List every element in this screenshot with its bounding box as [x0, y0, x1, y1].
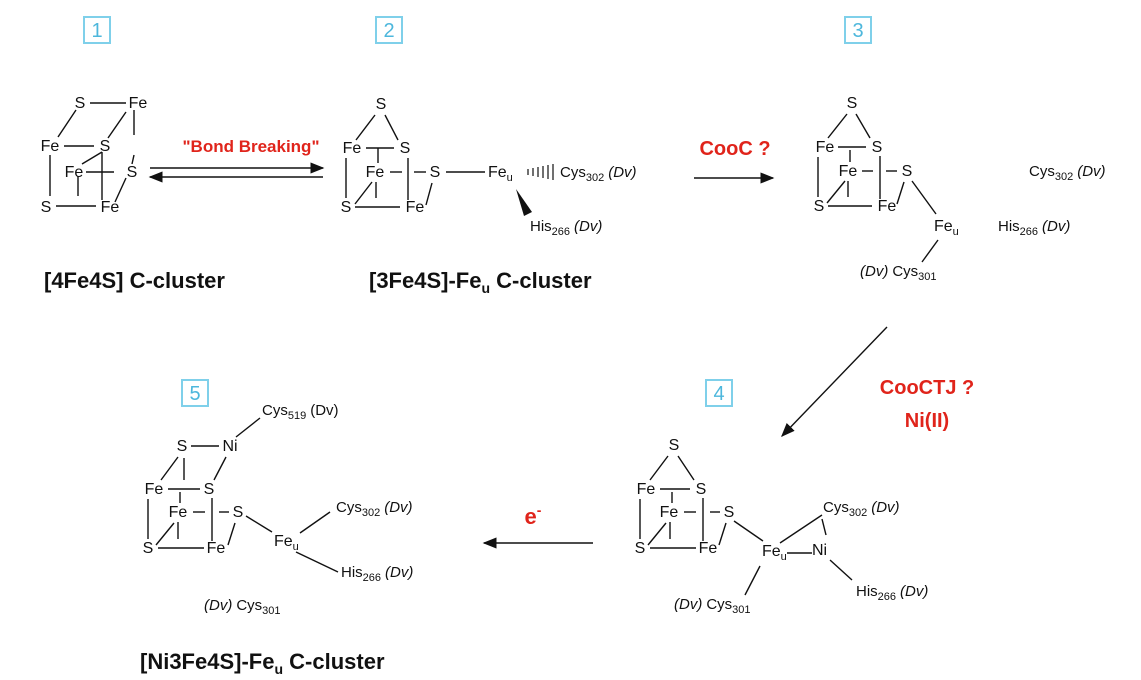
atom-fe-u: Feu — [934, 218, 959, 238]
atom-s: S — [376, 96, 387, 113]
atom-fe: Fe — [406, 199, 425, 216]
atom-fe: Fe — [207, 540, 226, 557]
equilibrium-arrows — [148, 162, 325, 183]
atom-s: S — [143, 540, 154, 557]
atom-s: S — [724, 504, 735, 521]
step-5-number: 5 — [189, 383, 200, 405]
atom-s: S — [177, 438, 188, 455]
atom-fe: Fe — [169, 504, 188, 521]
atom-fe: Fe — [816, 139, 835, 156]
atom-s: S — [430, 164, 441, 181]
atom-fe-u: Feu — [762, 543, 787, 563]
arrow-3-to-4 — [781, 326, 888, 438]
ligand-his266: His266(Dv) — [341, 564, 413, 584]
atom-fe: Fe — [145, 481, 164, 498]
caption-5: [Ni3Fe4S]-Feu C-cluster — [140, 649, 385, 677]
atom-fe: Fe — [637, 481, 656, 498]
ligand-cys301: (Dv)Cys301 — [204, 597, 281, 617]
step-4-box: 4 — [705, 379, 733, 407]
atom-s: S — [75, 95, 86, 112]
atom-fe: Fe — [101, 199, 120, 216]
atom-s: S — [127, 164, 138, 181]
structure-2-cluster: S Fe S Fe S S Fe Feu Cys302(Dv) — [341, 96, 637, 238]
step-3-box: 3 — [844, 16, 872, 44]
step-3-number: 3 — [852, 20, 863, 42]
atom-fe-u: Feu — [488, 164, 513, 184]
structure-4-cluster: S Fe S Fe S S Fe Feu Ni Cys302(Dv) His26… — [635, 437, 929, 616]
atom-fe: Fe — [878, 198, 897, 215]
ligand-cys302: Cys302(Dv) — [1029, 163, 1106, 183]
structure-1-cube: S Fe Fe S Fe S S Fe — [41, 95, 148, 216]
atom-s: S — [341, 199, 352, 216]
caption-2: [3Fe4S]-Feu C-cluster — [369, 268, 592, 296]
atom-s: S — [635, 540, 646, 557]
atom-fe: Fe — [65, 164, 84, 181]
solid-wedge — [516, 189, 532, 216]
atom-fe: Fe — [343, 140, 362, 157]
ligand-his266: His266(Dv) — [998, 218, 1070, 238]
ligand-cys519: Cys519(Dv) — [262, 402, 339, 422]
ligand-cys302: Cys302(Dv) — [560, 164, 637, 184]
atom-fe: Fe — [699, 540, 718, 557]
ligand-cys301: (Dv)Cys301 — [860, 263, 937, 283]
structure-5-cluster: Cys519(Dv) S Ni Fe S Fe S S Fe Feu Cys30… — [143, 402, 414, 617]
ligand-cys302: Cys302(Dv) — [336, 499, 413, 519]
label-electron: e- — [525, 502, 542, 529]
step-2-number: 2 — [383, 20, 394, 42]
atom-s: S — [696, 481, 707, 498]
atom-s: S — [814, 198, 825, 215]
ligand-his266: His266(Dv) — [856, 583, 928, 603]
step-1-box: 1 — [83, 16, 111, 44]
step-1-number: 1 — [91, 20, 102, 42]
caption-1: [4Fe4S] C-cluster — [44, 268, 225, 293]
atom-s: S — [204, 481, 215, 498]
atom-ni: Ni — [812, 542, 827, 559]
atom-fe: Fe — [41, 138, 60, 155]
step-5-box: 5 — [181, 379, 209, 407]
atom-s: S — [872, 139, 883, 156]
atom-s: S — [902, 163, 913, 180]
label-cooc: CooC ? — [699, 138, 770, 160]
atom-fe: Fe — [839, 163, 858, 180]
label-ni: Ni(II) — [905, 410, 949, 432]
atom-fe: Fe — [366, 164, 385, 181]
atom-s: S — [847, 95, 858, 112]
hashed-wedge — [527, 164, 554, 180]
label-cooctj: CooCTJ ? — [880, 377, 974, 399]
label-bond-breaking: "Bond Breaking" — [182, 137, 319, 156]
atom-s: S — [41, 199, 52, 216]
ligand-cys301: (Dv)Cys301 — [674, 596, 751, 616]
structure-3-cluster: S Fe S Fe S S Fe Feu (Dv)Cys301 Cys302(D… — [814, 95, 1106, 283]
atom-s: S — [233, 504, 244, 521]
atom-s: S — [400, 140, 411, 157]
atom-fe: Fe — [129, 95, 148, 112]
ligand-cys302: Cys302(Dv) — [823, 499, 900, 519]
atom-s: S — [100, 138, 111, 155]
atom-fe: Fe — [660, 504, 679, 521]
atom-fe-u: Feu — [274, 533, 299, 553]
step-4-number: 4 — [713, 383, 724, 405]
atom-ni: Ni — [222, 438, 237, 455]
atom-s: S — [669, 437, 680, 454]
ligand-his266: His266(Dv) — [530, 218, 602, 238]
step-2-box: 2 — [375, 16, 403, 44]
